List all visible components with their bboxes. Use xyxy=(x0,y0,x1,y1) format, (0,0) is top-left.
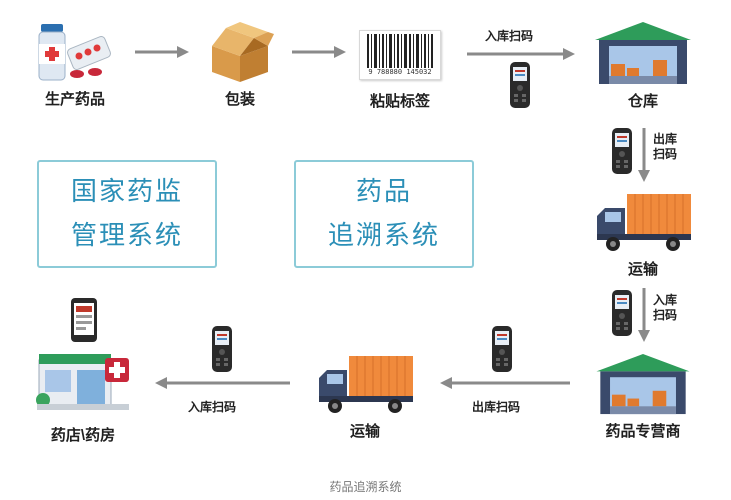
panel-trace-line1: 药品 xyxy=(355,177,412,207)
edge-out-scan-1-line2: 扫码 xyxy=(653,147,678,161)
warehouse-icon xyxy=(596,353,690,415)
scanner-icon xyxy=(492,326,512,372)
node-pharmacy-label: 药店\药房 xyxy=(50,427,116,444)
barcode-number: 9 788880 145032 xyxy=(368,68,432,76)
node-distributor-label: 药品专营商 xyxy=(605,423,681,440)
arrow-distributor-to-transport xyxy=(440,377,570,389)
node-pharmacy: 药店\药房 xyxy=(28,296,138,445)
edge-in-scan-2-label: 入库 扫码 xyxy=(653,293,681,323)
barcode-sticker: 9 788880 145032 xyxy=(359,30,441,80)
node-produce: 生产药品 xyxy=(30,20,120,109)
node-package: 包装 xyxy=(195,20,285,109)
node-package-label: 包装 xyxy=(224,91,255,108)
edge-in-scan-2-line2: 扫码 xyxy=(653,308,678,322)
panel-trace-system: 药品 追溯系统 xyxy=(294,160,474,268)
node-transport-2-label: 运输 xyxy=(349,423,380,440)
edge-in-scan-3-label: 入库扫码 xyxy=(188,400,237,414)
node-produce-label: 生产药品 xyxy=(44,91,105,108)
scanner-icon xyxy=(510,62,530,108)
arrow-produce-to-package xyxy=(135,46,189,58)
arrow-warehouse-to-transport xyxy=(638,128,650,182)
edge-out-scan-1-line1: 出库 xyxy=(653,132,678,146)
edge-out-scan-2-label: 出库扫码 xyxy=(472,400,521,414)
node-warehouse-label: 仓库 xyxy=(627,93,658,110)
panel-regulator-line2: 管理系统 xyxy=(70,221,183,251)
panel-regulator-line1: 国家药监 xyxy=(70,177,183,207)
node-transport-1: 运输 xyxy=(588,190,698,279)
edge-in-scan-2-line1: 入库 xyxy=(653,293,678,307)
arrow-transport-to-distributor xyxy=(638,288,650,342)
arrow-transport-to-pharmacy xyxy=(155,377,290,389)
warehouse-icon xyxy=(595,22,691,84)
panel-trace-line2: 追溯系统 xyxy=(327,221,440,251)
edge-out-scan-1-label: 出库 扫码 xyxy=(653,132,681,162)
truck-icon xyxy=(319,356,413,413)
arrow-package-to-label xyxy=(292,46,346,58)
node-transport-2: 运输 xyxy=(310,352,420,441)
medicine-icon xyxy=(38,24,111,81)
node-label: 9 788880 145032 粘贴标签 xyxy=(355,30,445,111)
panel-regulator-system: 国家药监 管理系统 xyxy=(37,160,217,268)
scanner-icon xyxy=(612,290,632,336)
truck-icon xyxy=(597,194,691,251)
node-warehouse: 仓库 xyxy=(588,20,698,111)
barcode-icon xyxy=(367,34,433,68)
node-transport-1-label: 运输 xyxy=(627,261,658,278)
arrow-label-to-warehouse xyxy=(467,48,575,60)
node-distributor: 药品专营商 xyxy=(578,352,708,441)
node-label-label: 粘贴标签 xyxy=(369,93,430,110)
scanner-icon xyxy=(212,326,232,372)
edge-in-scan-1-label: 入库扫码 xyxy=(485,29,534,43)
figure-caption: 药品追溯系统 xyxy=(329,480,402,494)
pharmacy-store-icon xyxy=(36,298,129,410)
box-icon xyxy=(212,22,274,82)
scanner-icon xyxy=(612,128,632,174)
